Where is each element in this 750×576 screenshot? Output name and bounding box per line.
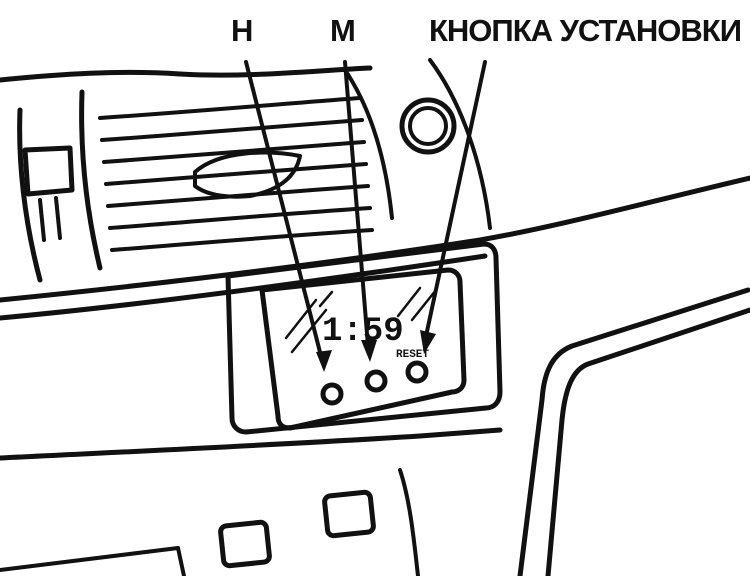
hour-button[interactable] <box>320 382 344 406</box>
clock-housing <box>225 241 503 435</box>
round-knob <box>399 97 457 155</box>
dashboard-outline <box>0 58 750 321</box>
time-readout: 1:59 <box>322 313 404 351</box>
set-button[interactable] <box>405 360 429 384</box>
clock-display: 1:59 RESET <box>322 313 429 361</box>
lower-panel <box>0 427 503 576</box>
set-button-label: КНОПКА УСТАНОВКИ <box>429 13 742 48</box>
minute-button[interactable] <box>364 369 388 393</box>
side-panel <box>517 287 750 576</box>
reset-tag: RESET <box>396 349 429 361</box>
hour-button-label: H <box>231 13 253 48</box>
air-vent <box>17 89 374 283</box>
minute-button-label: M <box>330 13 356 48</box>
leader-arrows <box>244 60 487 372</box>
